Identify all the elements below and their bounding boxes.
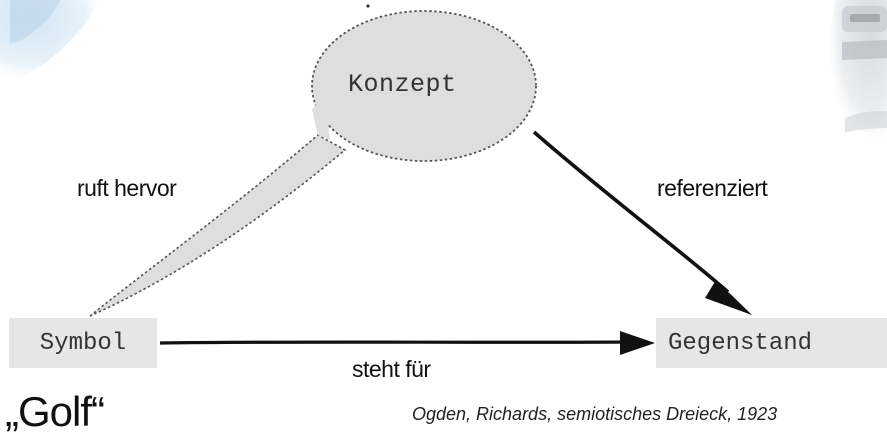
background-photo-right-car: [830, 0, 887, 150]
object-box: Gegenstand: [656, 318, 887, 368]
stands-for-label: steht für: [352, 356, 431, 382]
evokes-connector: [89, 134, 347, 317]
citation-caption: Ogden, Richards, semiotisches Dreieck, 1…: [412, 404, 778, 424]
refers-label: referenziert: [657, 175, 768, 201]
stands-for-arrow: [159, 331, 655, 355]
refers-arrow: [532, 130, 752, 315]
concept-label: Konzept: [348, 70, 457, 99]
evokes-label: ruft hervor: [77, 175, 177, 201]
example-word: „Golf“: [5, 388, 105, 435]
stray-dot: [366, 4, 370, 8]
concept-bubble: [311, 10, 537, 162]
background-photo-left: [0, 0, 98, 84]
symbol-box: Symbol: [9, 318, 157, 368]
